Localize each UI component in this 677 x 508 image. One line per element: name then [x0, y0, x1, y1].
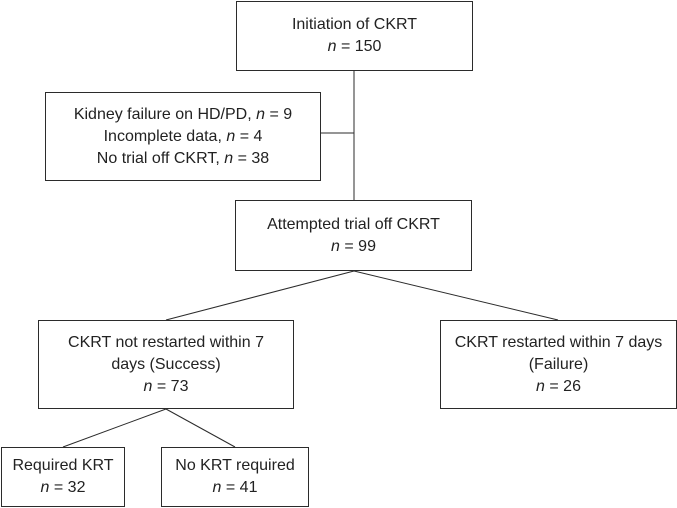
n-label: n [256, 105, 266, 123]
exclusion-count: = 38 [233, 149, 270, 167]
node-ckrt-restarted-failure: CKRT restarted within 7 days (Failure) n… [440, 320, 677, 409]
node-success-label-line-1: CKRT not restarted within 7 [68, 333, 264, 351]
exclusion-count: = 4 [235, 127, 263, 145]
node-required-label: Required KRT [12, 457, 114, 474]
exclusion-kidney-failure: Kidney failure on HD/PD, n = 9 [74, 104, 292, 126]
node-required-count: n = 32 [40, 479, 86, 496]
connector-attempted-to-failure [353, 270, 559, 321]
exclusion-label: Kidney failure on HD/PD, [73, 105, 257, 123]
exclusion-incomplete-data: Incomplete data, n = 4 [104, 126, 263, 148]
node-attempted-label: Attempted trial off CKRT [267, 215, 440, 233]
node-attempted-trial-off-ckrt: Attempted trial off CKRT n = 99 [235, 200, 472, 271]
node-ckrt-not-restarted-success: CKRT not restarted within 7 days (Succes… [38, 320, 294, 409]
exclusion-label: Incomplete data, [103, 127, 227, 145]
node-failure-label-line-1: CKRT restarted within 7 days [454, 333, 663, 351]
node-no-krt-required: No KRT required n = 41 [161, 447, 309, 507]
node-exclusions: Kidney failure on HD/PD, n = 9 Incomplet… [45, 92, 321, 181]
exclusion-count: = 9 [265, 105, 293, 123]
node-failure-count: n = 26 [536, 377, 581, 395]
node-initiation-count: n = 150 [327, 38, 382, 55]
connector-success-to-no-krt [165, 408, 236, 448]
n-label: n [224, 149, 234, 167]
exclusion-label: No trial off CKRT, [96, 149, 225, 167]
node-no-krt-count: n = 41 [212, 479, 258, 496]
node-initiation-of-ckrt: Initiation of CKRT n = 150 [236, 1, 473, 71]
node-success-label-line-2: days (Success) [111, 355, 221, 373]
node-failure-label-line-2: (Failure) [528, 355, 589, 373]
connector-success-to-required [62, 408, 167, 448]
node-attempted-count: n = 99 [331, 237, 376, 255]
exclusion-no-trial: No trial off CKRT, n = 38 [97, 148, 269, 170]
n-label: n [226, 127, 236, 145]
node-success-count: n = 73 [143, 377, 189, 395]
node-required-krt: Required KRT n = 32 [1, 447, 125, 507]
node-initiation-label: Initiation of CKRT [291, 16, 418, 33]
node-no-krt-label: No KRT required [175, 457, 295, 474]
connector-attempted-to-success [165, 270, 355, 321]
